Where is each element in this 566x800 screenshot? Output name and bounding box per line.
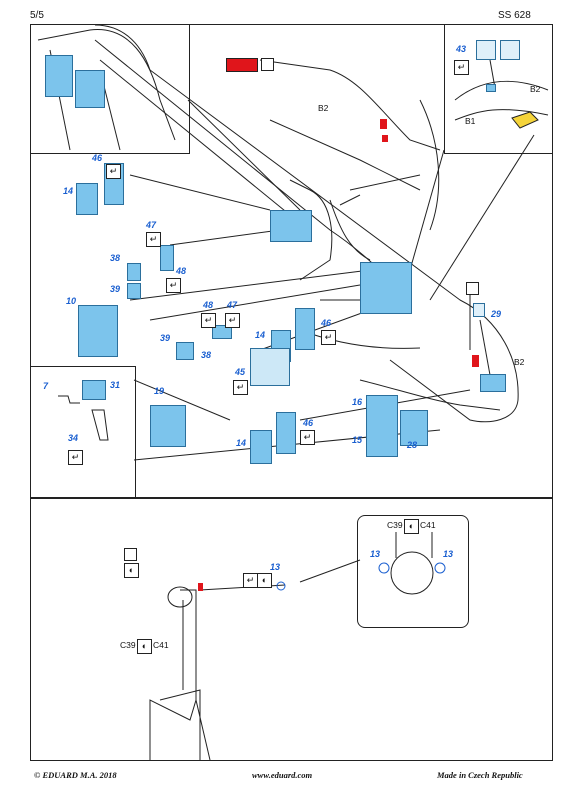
part-number: 29	[491, 309, 502, 319]
part-number: 47	[227, 300, 238, 310]
part-number: 39	[160, 333, 171, 343]
location-label: B2	[530, 84, 541, 94]
location-label: B2	[514, 357, 525, 367]
bend-icon: ↵	[225, 313, 240, 328]
part-number: 10	[66, 296, 77, 306]
etched-part-43b	[500, 40, 520, 60]
inset-top-left	[30, 24, 190, 154]
part-number: 34	[68, 433, 79, 443]
paint-icon	[261, 58, 274, 71]
red-part-marker	[198, 583, 203, 591]
location-label: B2	[318, 103, 329, 113]
paint-half-icon: ◐	[257, 573, 272, 588]
bend-icon: ↵	[454, 60, 469, 75]
part-number: 14	[255, 330, 266, 340]
etched-part-47b	[212, 325, 232, 339]
etched-part-39b	[176, 342, 194, 360]
paint-code: C39	[387, 520, 403, 530]
etched-part-inset	[75, 70, 105, 108]
sheet-code: SS 628	[498, 10, 531, 21]
paint-half-icon: ◐	[124, 563, 139, 578]
part-number: 31	[110, 380, 121, 390]
part-number: 14	[63, 186, 74, 196]
etched-part-14c	[250, 430, 272, 464]
etched-part-19	[150, 405, 186, 447]
etched-part-10	[78, 305, 118, 357]
part-number: 47	[146, 220, 157, 230]
etched-part-31	[82, 380, 106, 400]
part-number: 45	[235, 367, 246, 377]
etched-part-14	[76, 183, 98, 215]
part-number: 13	[270, 562, 281, 572]
etched-part-installed	[480, 374, 506, 392]
part-number: 16	[352, 397, 363, 407]
etched-part-15-16	[366, 395, 398, 457]
paint-code: C41	[153, 640, 169, 650]
part-number: 38	[110, 253, 121, 263]
bend-icon: ↵	[300, 430, 315, 445]
etched-part-46c	[276, 412, 296, 454]
paint-icon	[124, 548, 137, 561]
paint-code: C41	[420, 520, 436, 530]
inset-top-right	[444, 24, 553, 154]
origin: Made in Czech Republic	[437, 770, 523, 780]
paint-icon	[466, 282, 479, 295]
etched-part-45	[250, 348, 290, 386]
etched-part-39	[127, 283, 141, 299]
bend-icon: ↵	[106, 164, 121, 179]
bend-icon: ↵	[243, 573, 258, 588]
part-number: 46	[92, 153, 103, 163]
part-number: 38	[201, 350, 212, 360]
page-number: 5/5	[30, 10, 44, 21]
etched-part-47	[160, 245, 174, 271]
lower-frame	[30, 497, 553, 761]
copyright: © EDUARD M.A. 2018	[34, 770, 117, 780]
part-number: 48	[176, 266, 187, 276]
bend-icon: ↵	[201, 313, 216, 328]
bend-icon: ↵	[233, 380, 248, 395]
part-number: 39	[110, 284, 121, 294]
location-label: B1	[465, 116, 476, 126]
red-color-swatch	[226, 58, 258, 72]
etched-part-38	[127, 263, 141, 281]
part-number: 13	[370, 549, 381, 559]
part-number: 28	[407, 440, 418, 450]
bend-icon: ↵	[146, 232, 161, 247]
paint-half-icon: ◐	[137, 639, 152, 654]
paint-half-icon: ◐	[404, 519, 419, 534]
red-part-marker	[380, 119, 387, 129]
part-number: 46	[303, 418, 314, 428]
part-number: 7	[43, 381, 49, 391]
inset-left	[30, 366, 136, 499]
etched-part-installed	[360, 262, 412, 314]
etched-part-43	[476, 40, 496, 60]
bend-icon: ↵	[68, 450, 83, 465]
etched-part-installed	[270, 210, 312, 242]
part-number: 48	[203, 300, 214, 310]
part-number: 46	[321, 318, 332, 328]
etched-part-29	[473, 303, 485, 317]
main-frame	[30, 24, 553, 499]
etched-part-46b	[295, 308, 315, 350]
etched-part-28	[400, 410, 428, 446]
red-part-marker	[472, 355, 479, 367]
part-number: 19	[154, 386, 165, 396]
part-number: 15	[352, 435, 363, 445]
bend-icon: ↵	[321, 330, 336, 345]
inset-detail-circle	[357, 515, 469, 628]
part-number: 14	[236, 438, 247, 448]
bend-icon: ↵	[166, 278, 181, 293]
part-number: 43	[456, 44, 467, 54]
website: www.eduard.com	[252, 770, 313, 780]
part-number: 13	[443, 549, 454, 559]
etched-part-installed	[486, 84, 496, 92]
paint-code: C39	[120, 640, 136, 650]
etched-part-inset	[45, 55, 73, 97]
red-part-marker	[382, 135, 388, 142]
